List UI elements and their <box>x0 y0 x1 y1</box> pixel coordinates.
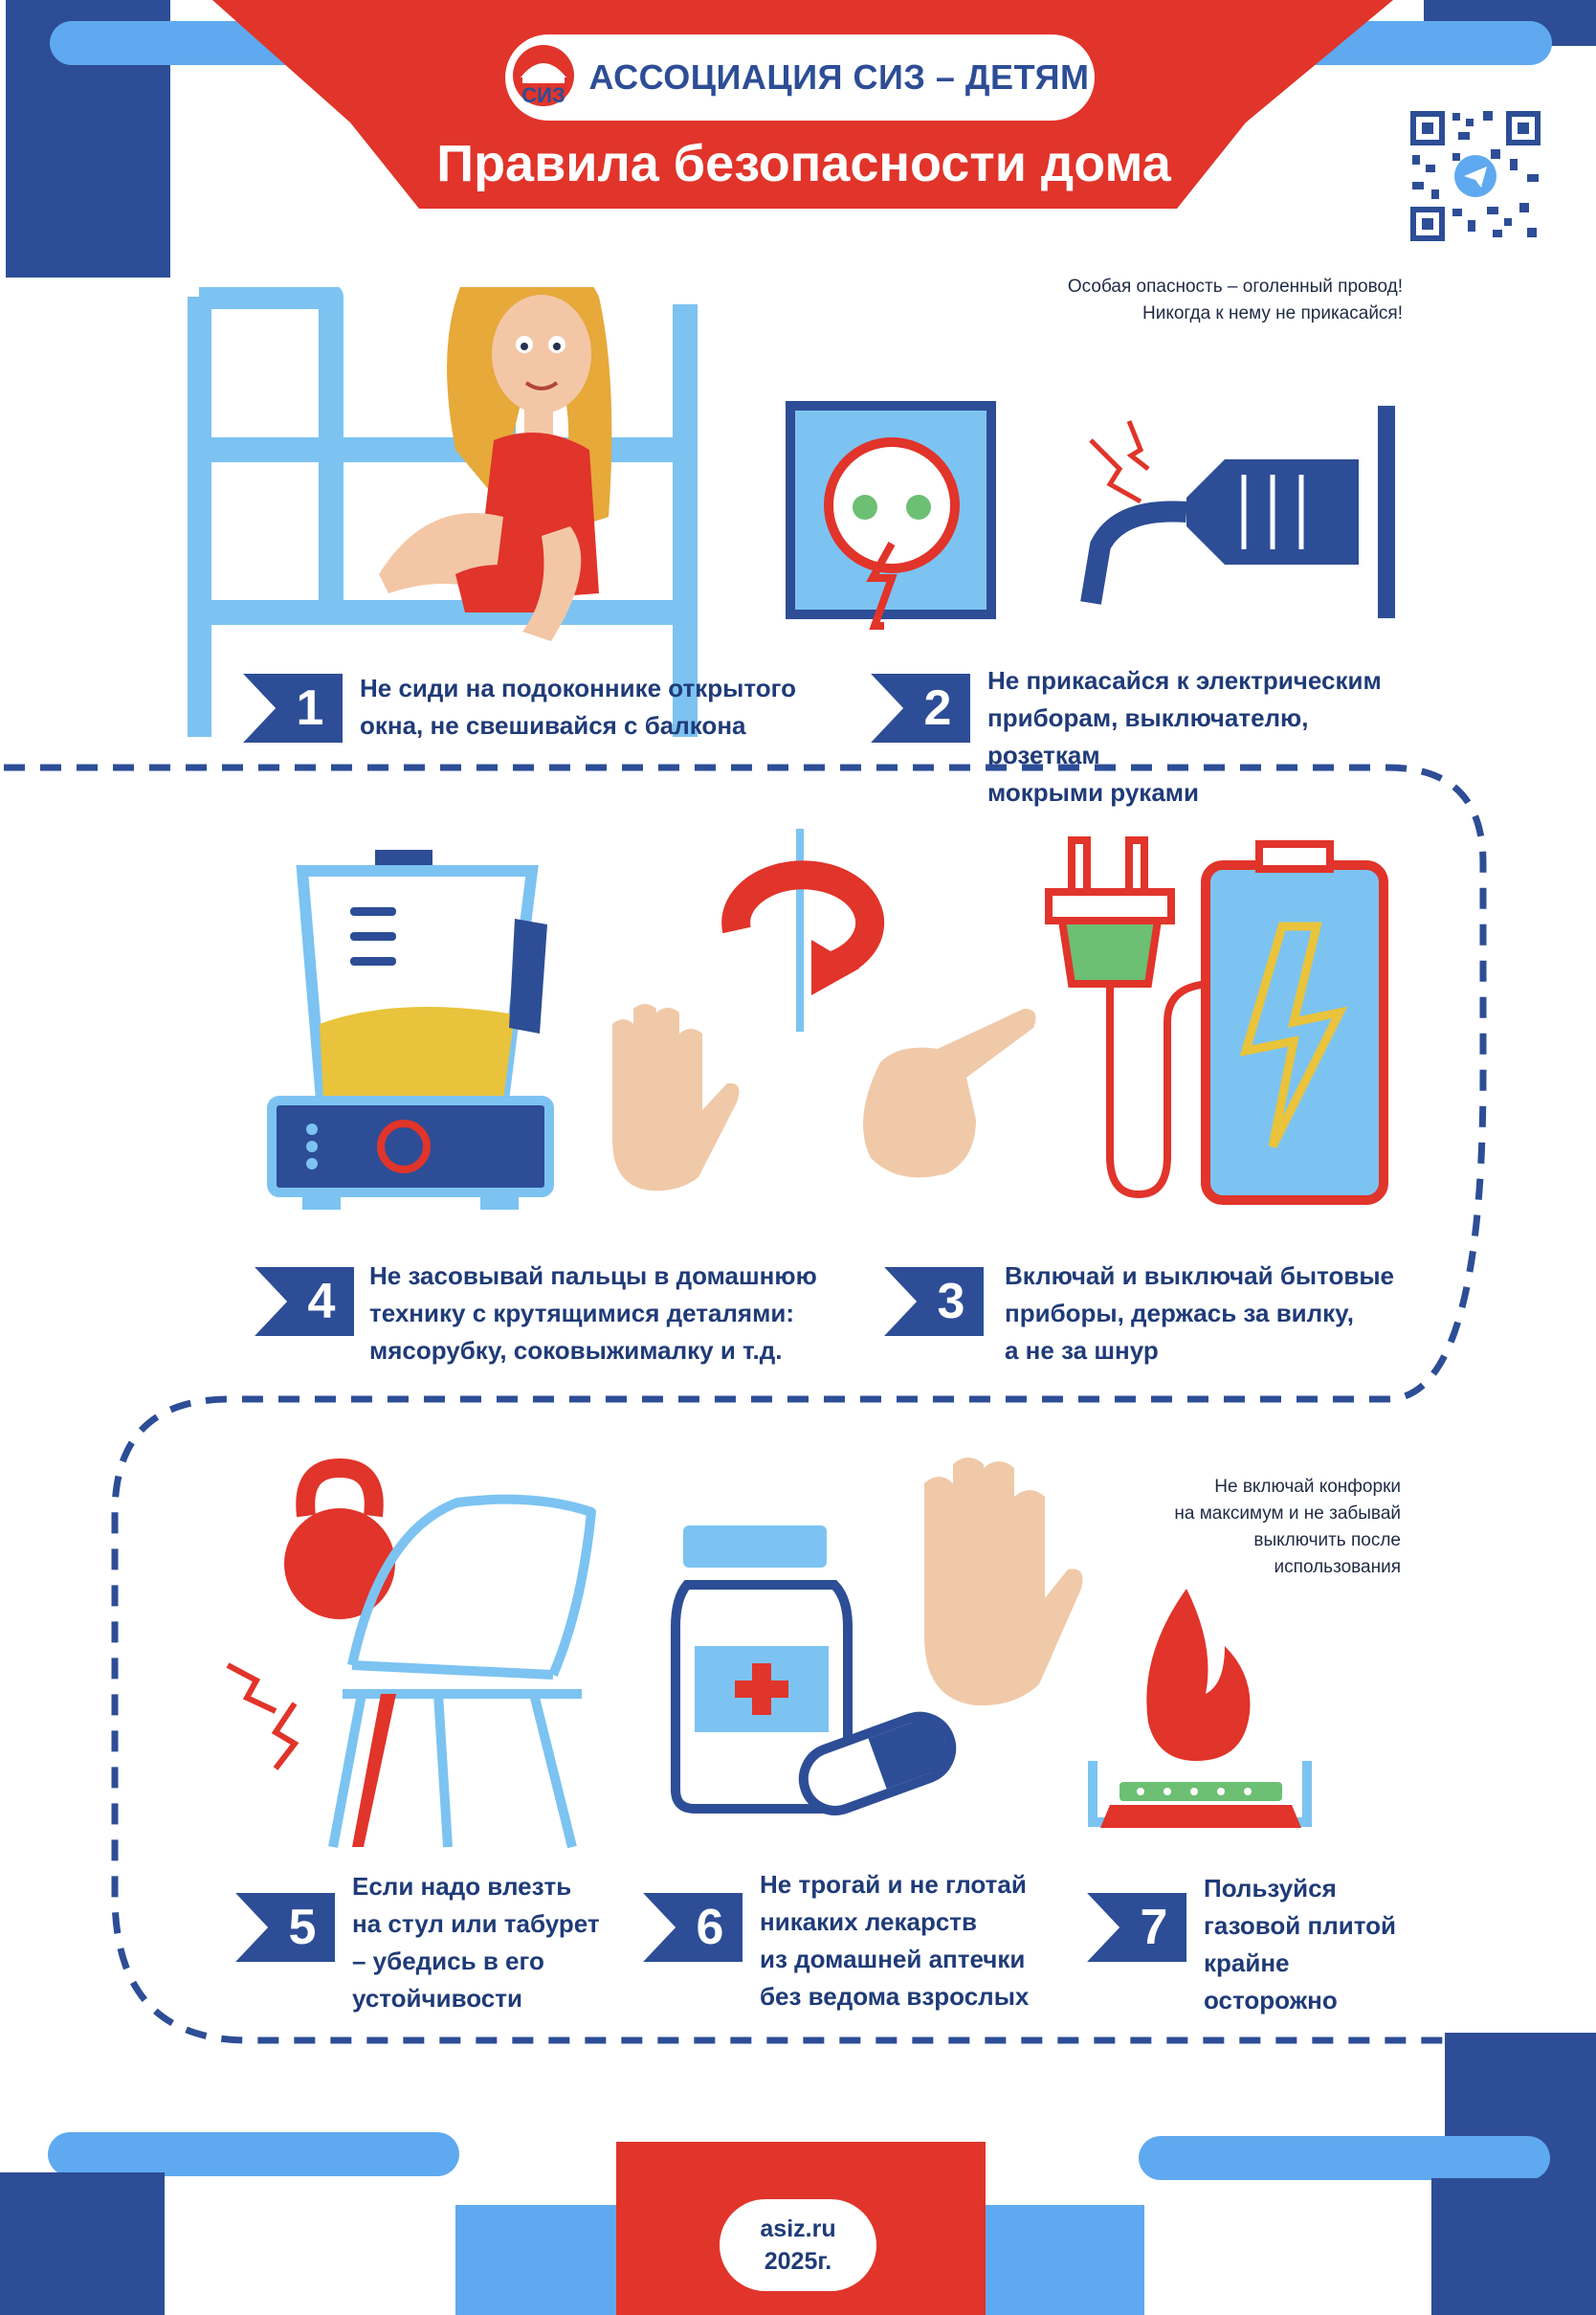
stop-hand-icon <box>924 1458 1083 1706</box>
bottom-stripe-left <box>455 2205 622 2315</box>
bottom-stripe-right <box>982 2205 1144 2315</box>
rule-number-badge: 4 <box>255 1267 354 1336</box>
rule-number-badge: 6 <box>643 1893 743 1962</box>
rule-number-badge: 7 <box>1087 1893 1186 1962</box>
gas-stove-icon <box>1088 1589 1312 1828</box>
rule-6-text: Не трогай и не глотай никаких лекарств и… <box>760 1870 1030 2011</box>
svg-text:СИЗ: СИЗ <box>521 83 565 107</box>
window-illustration <box>188 287 698 737</box>
rule-4-text: Не засовывай пальцы в домашнюю технику с… <box>369 1261 817 1365</box>
rule-2-text: Не прикасайся к электрическим приборам, … <box>987 666 1382 807</box>
wire-warning-note: Особая опасность – оголенный провод! Ник… <box>1067 277 1403 323</box>
plug-battery-icon <box>1045 836 1388 1205</box>
blender-icon <box>267 850 554 1210</box>
stop-hand-icon <box>612 1004 740 1191</box>
pointing-hand-icon <box>863 1009 1036 1178</box>
rotation-arrow-icon <box>721 829 885 1032</box>
footer-plate[interactable]: asiz.ru 2025г. <box>720 2199 876 2291</box>
bottom-left-bar <box>48 2132 459 2176</box>
medicine-bottle-icon <box>671 1525 957 1815</box>
logo-icon: СИЗ <box>511 43 576 113</box>
corner-block-bottom-left <box>0 2172 165 2315</box>
rule-1-text: Не сиди на подоконнике открытого окна, н… <box>360 674 796 740</box>
rule-5-text: Если надо влезть на стул или табурет – у… <box>352 1872 600 2013</box>
dashed-divider <box>4 764 1493 2044</box>
corner-block-bottom-right <box>1431 2178 1596 2315</box>
site-link[interactable]: asiz.ru <box>760 2215 836 2242</box>
rule-3-text: Включай и выключай бытовые приборы, держ… <box>1005 1261 1394 1365</box>
year-label: 2025г. <box>764 2248 832 2275</box>
rule-7-text: Пользуйся газовой плитой крайне осторожн… <box>1204 1874 1396 2014</box>
chair-icon <box>226 1494 596 1849</box>
rule-number-badge: 5 <box>235 1893 335 1962</box>
organization-plate: СИЗ АССОЦИАЦИЯ СИЗ – ДЕТЯМ <box>505 34 1095 121</box>
rule-number-badge: 3 <box>884 1267 984 1336</box>
rule-number-badge: 2 <box>871 674 970 743</box>
broken-wire-icon <box>1080 406 1395 618</box>
kettlebell-icon <box>284 1458 395 1619</box>
stove-warning-note: Не включай конфорки на максимум и не заб… <box>1174 1477 1401 1577</box>
organization-name: АССОЦИАЦИЯ СИЗ – ДЕТЯМ <box>588 57 1090 97</box>
page-title: Правила безопасности дома <box>436 135 1171 192</box>
rule-number-badge: 1 <box>243 674 343 743</box>
socket-icon <box>786 401 996 630</box>
qr-code-icon[interactable] <box>1407 107 1544 245</box>
bottom-right-bar <box>1139 2136 1550 2180</box>
